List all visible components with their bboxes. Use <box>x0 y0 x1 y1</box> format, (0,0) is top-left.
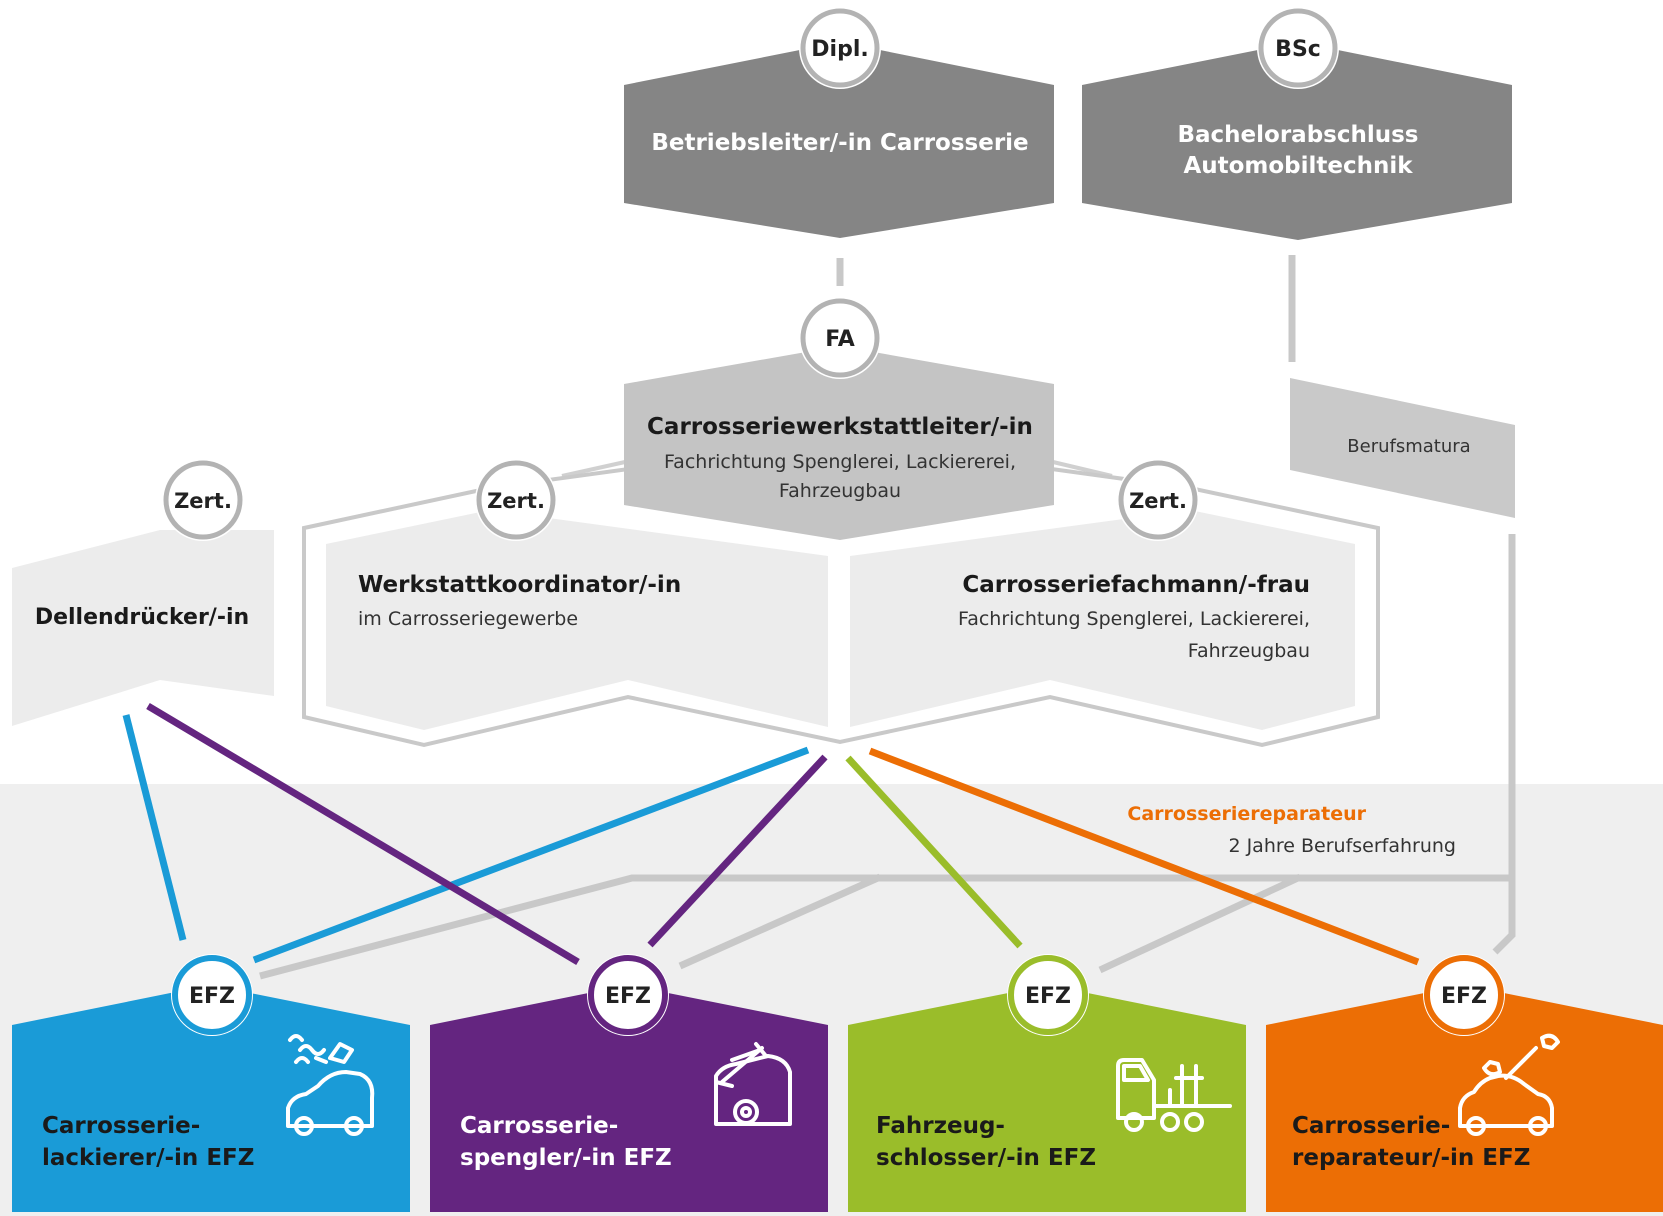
berufsmatura-box <box>1290 378 1515 518</box>
betriebsleiter-box <box>624 42 1054 238</box>
werkstattkoordinator-sub: im Carrosseriegewerbe <box>358 608 578 630</box>
efz-reparateur-line1: Carrosserie- <box>1292 1113 1450 1139</box>
badge-zert-carrosseriefachmann: Zert. <box>1117 459 1199 541</box>
efz-box-lackierer <box>12 985 410 1212</box>
svg-text:EFZ: EFZ <box>189 984 235 1009</box>
efz-spengler-line1: Carrosserie- <box>460 1113 618 1139</box>
carrosseriefachmann-box <box>850 510 1355 730</box>
note-text: 2 Jahre Berufserfahrung <box>1228 835 1456 857</box>
bachelor-box <box>1082 42 1512 240</box>
werkstattkoordinator-box <box>326 510 828 730</box>
svg-text:Zert.: Zert. <box>174 489 232 513</box>
svg-text:EFZ: EFZ <box>605 984 651 1009</box>
svg-text:EFZ: EFZ <box>1025 984 1071 1009</box>
badge-zert-werkstattkoordinator: Zert. <box>475 459 557 541</box>
badge-zert-dellendruecker: Zert. <box>162 459 244 541</box>
badge-efz-lackierer: EFZ <box>171 954 253 1036</box>
truck-icon <box>1116 1058 1232 1132</box>
badge-efz-reparateur: EFZ <box>1423 954 1505 1036</box>
note-title: Carrosseriereparateur <box>1127 803 1366 825</box>
svg-text:BSc: BSc <box>1275 37 1321 62</box>
carrosseriefachmann-sub-line1: Fachrichtung Spenglerei, Lackiererei, <box>958 608 1310 630</box>
gray-connectors <box>259 255 1516 980</box>
efz-lackierer-line1: Carrosserie- <box>42 1113 200 1139</box>
colored-connectors <box>122 702 1420 966</box>
dellendruecker-title: Dellendrücker/-in <box>35 605 249 630</box>
efz-reparateur-line2: reparateur/-in EFZ <box>1292 1145 1530 1171</box>
efz-box-schlosser <box>848 985 1246 1212</box>
svg-text:Zert.: Zert. <box>487 489 545 513</box>
carrosseriefachmann-title: Carrosseriefachmann/-frau <box>962 572 1310 598</box>
cert-connectors <box>561 460 1113 478</box>
betriebsleiter-title: Betriebsleiter/-in Carrosserie <box>651 130 1028 156</box>
badge-fa: FA <box>799 297 881 379</box>
wrench-car-icon <box>1458 1033 1560 1136</box>
svg-text:Zert.: Zert. <box>1129 489 1187 513</box>
dellendruecker-box <box>12 530 274 726</box>
badge-efz-schlosser: EFZ <box>1007 954 1089 1036</box>
badge-efz-spengler: EFZ <box>587 954 669 1036</box>
svg-text:EFZ: EFZ <box>1441 984 1487 1009</box>
werkstattleiter-title: Carrosseriewerkstattleiter/-in <box>647 414 1033 440</box>
efz-schlosser-line2: schlosser/-in EFZ <box>876 1145 1096 1171</box>
efz-lackierer-line2: lackierer/-in EFZ <box>42 1145 254 1171</box>
efz-spengler-line2: spengler/-in EFZ <box>460 1145 672 1171</box>
badge-bsc: BSc <box>1257 7 1339 89</box>
werkstattleiter-sub-line1: Fachrichtung Spenglerei, Lackiererei, <box>664 451 1016 473</box>
svg-text:Dipl.: Dipl. <box>811 37 868 62</box>
badge-dipl: Dipl. <box>799 7 881 89</box>
hammer-car-icon <box>714 1042 792 1126</box>
svg-text:FA: FA <box>825 327 855 352</box>
efz-box-spengler <box>430 985 828 1212</box>
bachelor-title-line2: Automobiltechnik <box>1183 153 1413 179</box>
werkstattleiter-box <box>624 346 1054 540</box>
werkstattleiter-sub-line2: Fahrzeugbau <box>779 480 901 502</box>
bachelor-title-line1: Bachelorabschluss <box>1177 122 1418 148</box>
carrosseriefachmann-sub-line2: Fahrzeugbau <box>1188 640 1310 662</box>
werkstattkoordinator-title: Werkstattkoordinator/-in <box>358 572 681 598</box>
spray-gun-car-icon <box>286 1034 375 1136</box>
efz-schlosser-line1: Fahrzeug- <box>876 1113 1005 1139</box>
berufsmatura-label: Berufsmatura <box>1347 436 1470 457</box>
